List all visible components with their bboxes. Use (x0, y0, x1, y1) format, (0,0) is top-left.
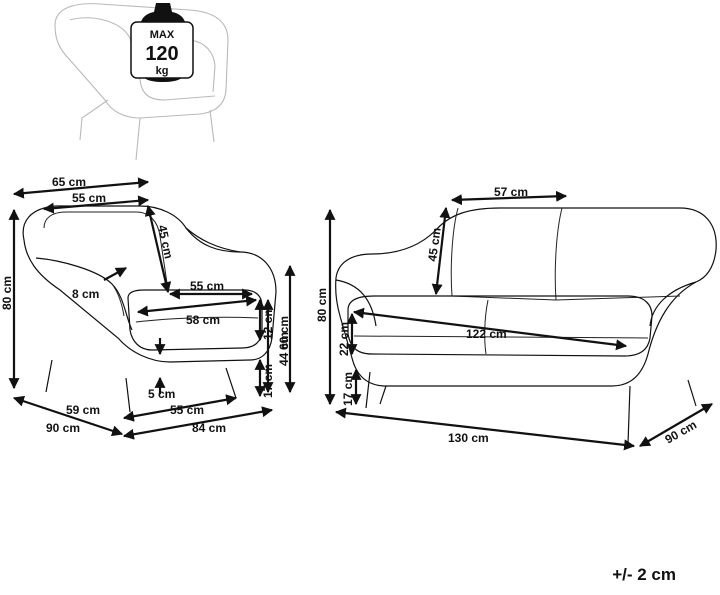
armchair-base-outer: 84 cm (192, 421, 226, 435)
sofa-drawing (335, 207, 717, 445)
armchair-back-height: 45 cm (155, 224, 176, 260)
armchair-seat-width: 58 cm (186, 313, 220, 327)
armchair-dimensions: 65 cm 55 cm 45 cm 80 cm 8 cm 55 cm 58 cm… (0, 175, 296, 440)
badge-line3: kg (156, 65, 169, 77)
armchair-drawing (22, 205, 277, 413)
armchair-gap: 5 cm (148, 387, 175, 401)
armchair-height: 80 cm (0, 276, 14, 310)
armchair-base-inner: 55 cm (170, 403, 204, 417)
armchair-width-inner: 55 cm (72, 191, 106, 205)
max-weight-badge: MAX 120 kg (130, 3, 194, 82)
armchair-seat-depth: 55 cm (190, 279, 224, 293)
weight-capacity-illustration: MAX 120 kg (54, 3, 229, 161)
armchair-seat-height: 44 cm (277, 332, 291, 366)
armchair-depth-outer: 90 cm (46, 421, 80, 435)
sofa-width: 130 cm (448, 431, 489, 445)
armchair-depth-inner: 59 cm (66, 403, 100, 417)
armchair-width-outer: 65 cm (52, 175, 86, 189)
badge-line2: 120 (145, 43, 178, 65)
sofa-back-height: 45 cm (425, 227, 444, 263)
tolerance-note: +/- 2 cm (612, 565, 676, 584)
sofa-back-cushion: 57 cm (494, 185, 528, 199)
sofa-height: 80 cm (315, 288, 329, 322)
sofa-seat-thickness: 22 cm (337, 322, 351, 356)
sofa-leg-height: 17 cm (341, 372, 355, 406)
sofa-seat-width: 122 cm (466, 327, 507, 341)
badge-line1: MAX (150, 29, 175, 41)
armchair-arm-width: 8 cm (72, 287, 99, 301)
armchair-arm-height: 60 cm (277, 316, 291, 350)
